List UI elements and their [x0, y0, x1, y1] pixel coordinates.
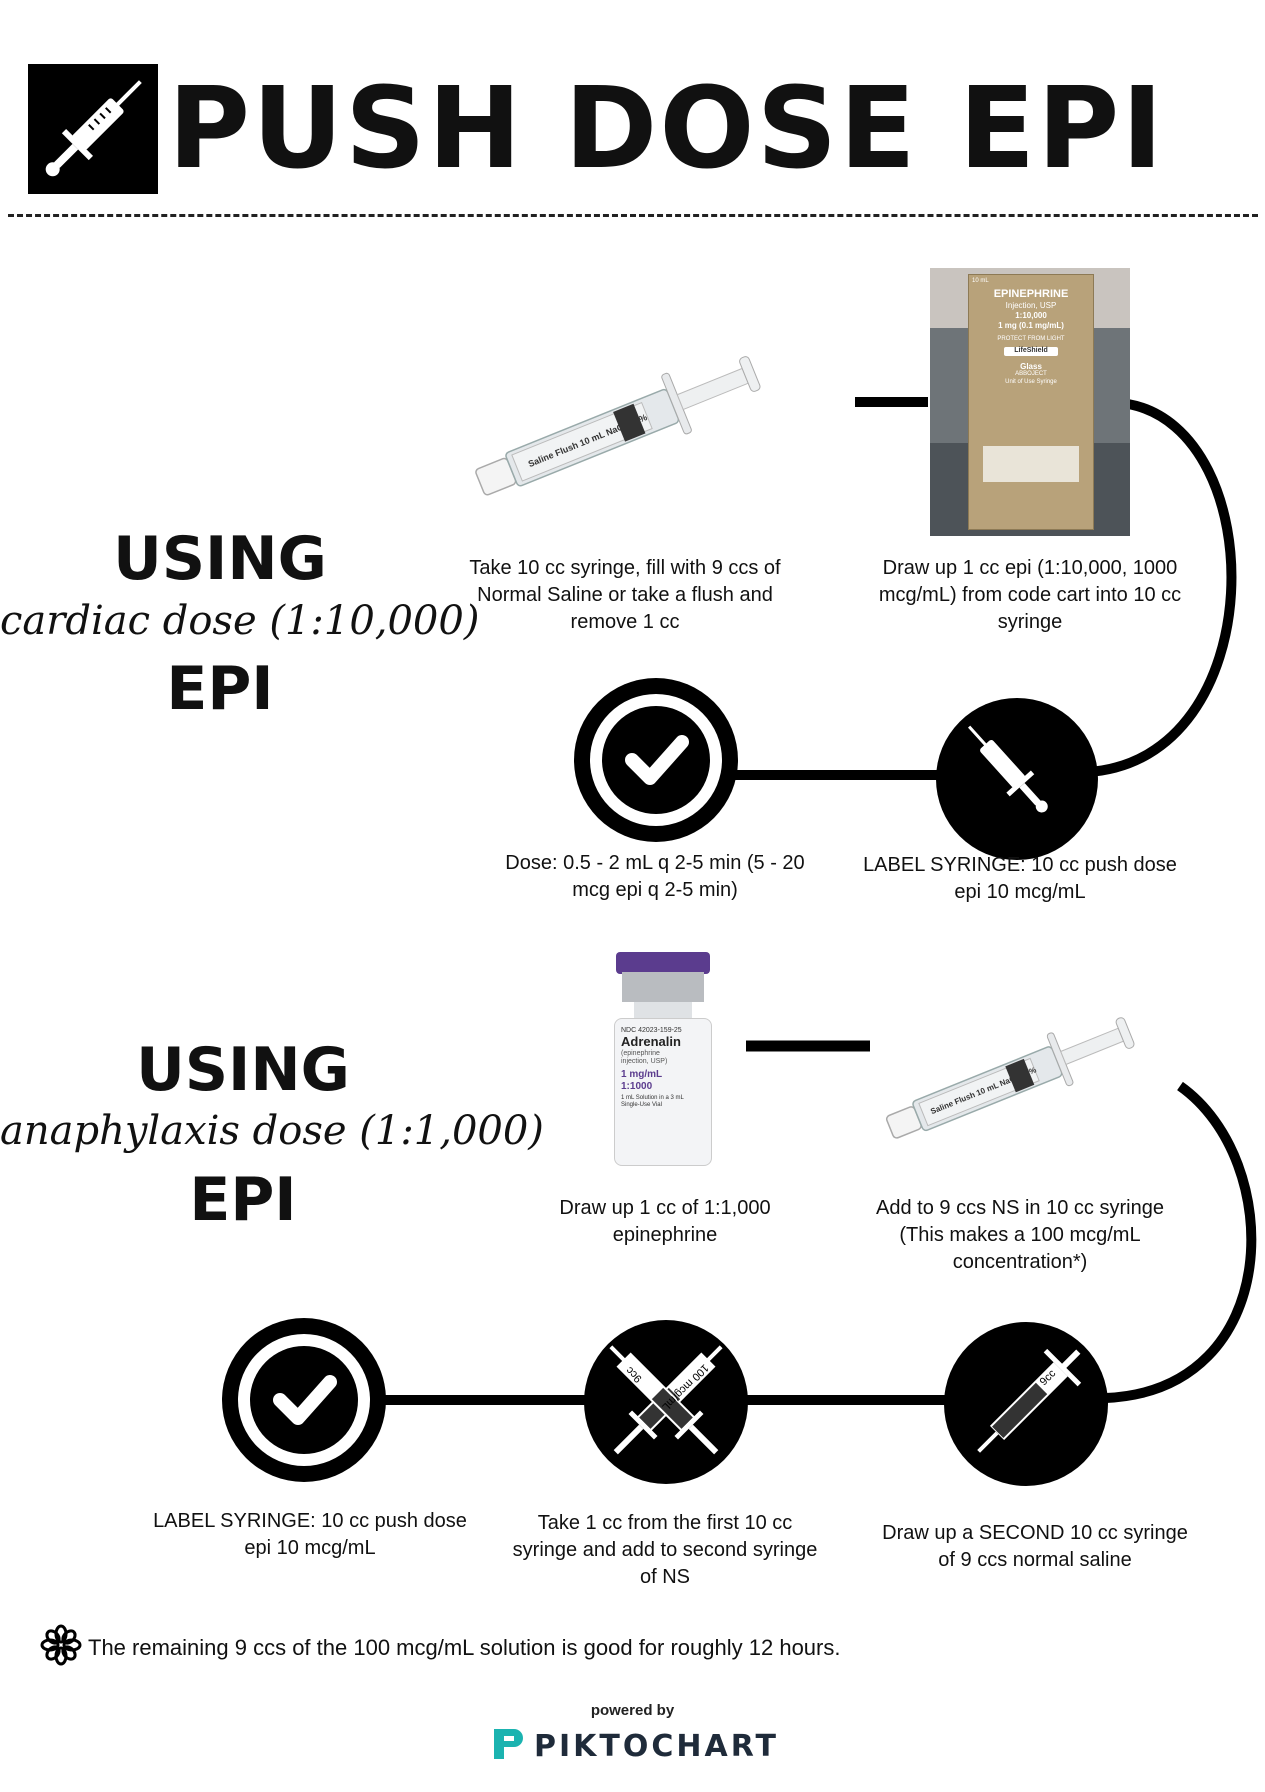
piktochart-logo-icon — [490, 1725, 524, 1768]
saline-flush-syringe-image-2: Saline Flush 10 mL NaCl 0.9% — [880, 1008, 1180, 1148]
section2-step4-caption: Take 1 cc from the first 10 cc syringe a… — [512, 1512, 818, 1588]
syringe-9cc-icon: 9cc — [944, 1322, 1108, 1486]
footnote-text: The remaining 9 ccs of the 100 mcg/mL so… — [88, 1635, 841, 1660]
section1-step2-caption: Draw up 1 cc epi (1:10,000, 1000 mcg/mL)… — [878, 557, 1182, 633]
syringe-logo-icon — [28, 64, 158, 194]
footnote: The remaining 9 ccs of the 100 mcg/mL so… — [40, 1624, 840, 1672]
section1-using-label: USING — [113, 524, 327, 594]
piktochart-logo[interactable]: PIKTOCHART — [490, 1725, 779, 1768]
checkmark-icon — [574, 678, 738, 842]
section1-epi-label: EPI — [166, 654, 274, 724]
section2-step2-caption: Add to 9 ccs NS in 10 cc syringe (This m… — [876, 1197, 1164, 1273]
dashed-divider — [8, 214, 1258, 217]
syringe-icon — [936, 698, 1098, 860]
section1-step4-caption: Dose: 0.5 - 2 mL q 2-5 min (5 - 20 mcg e… — [505, 852, 805, 901]
section1-dose-label: cardiac dose (1:10,000) — [0, 598, 480, 644]
piktochart-wordmark: PIKTOCHART — [534, 1729, 779, 1764]
section2-using-label: USING — [136, 1035, 350, 1105]
epinephrine-box-image: 10 mL EPINEPHRINE Injection, USP 1:10,00… — [930, 268, 1130, 536]
powered-by-label: powered by — [590, 1702, 675, 1719]
checkmark-icon-2 — [222, 1318, 386, 1482]
section2-step3-caption: Draw up a SECOND 10 cc syringe of 9 ccs … — [882, 1522, 1188, 1571]
crossed-syringes-icon: 100 mcg/mL 9cc — [584, 1320, 748, 1484]
adrenalin-vial-image: NDC 42023-159-25 Adrenalin (epinephrine … — [612, 952, 714, 1168]
saline-flush-syringe-image: Saline Flush 10 mL NaCl 0.9% — [470, 355, 810, 505]
section2-step5-caption: LABEL SYRINGE: 10 cc push dose epi 10 mc… — [153, 1510, 467, 1559]
section1-step1-caption: Take 10 cc syringe, fill with 9 ccs of N… — [469, 557, 781, 633]
section1-step3-caption: LABEL SYRINGE: 10 cc push dose epi 10 mc… — [863, 854, 1177, 903]
page-title: PUSH DOSE EPI — [168, 64, 1166, 194]
section2-step1-caption: Draw up 1 cc of 1:1,000 epinephrine — [559, 1197, 771, 1246]
section2-dose-label: anaphylaxis dose (1:1,000) — [0, 1108, 544, 1154]
section2-epi-label: EPI — [189, 1165, 297, 1235]
asterisk-icon — [40, 1624, 82, 1672]
